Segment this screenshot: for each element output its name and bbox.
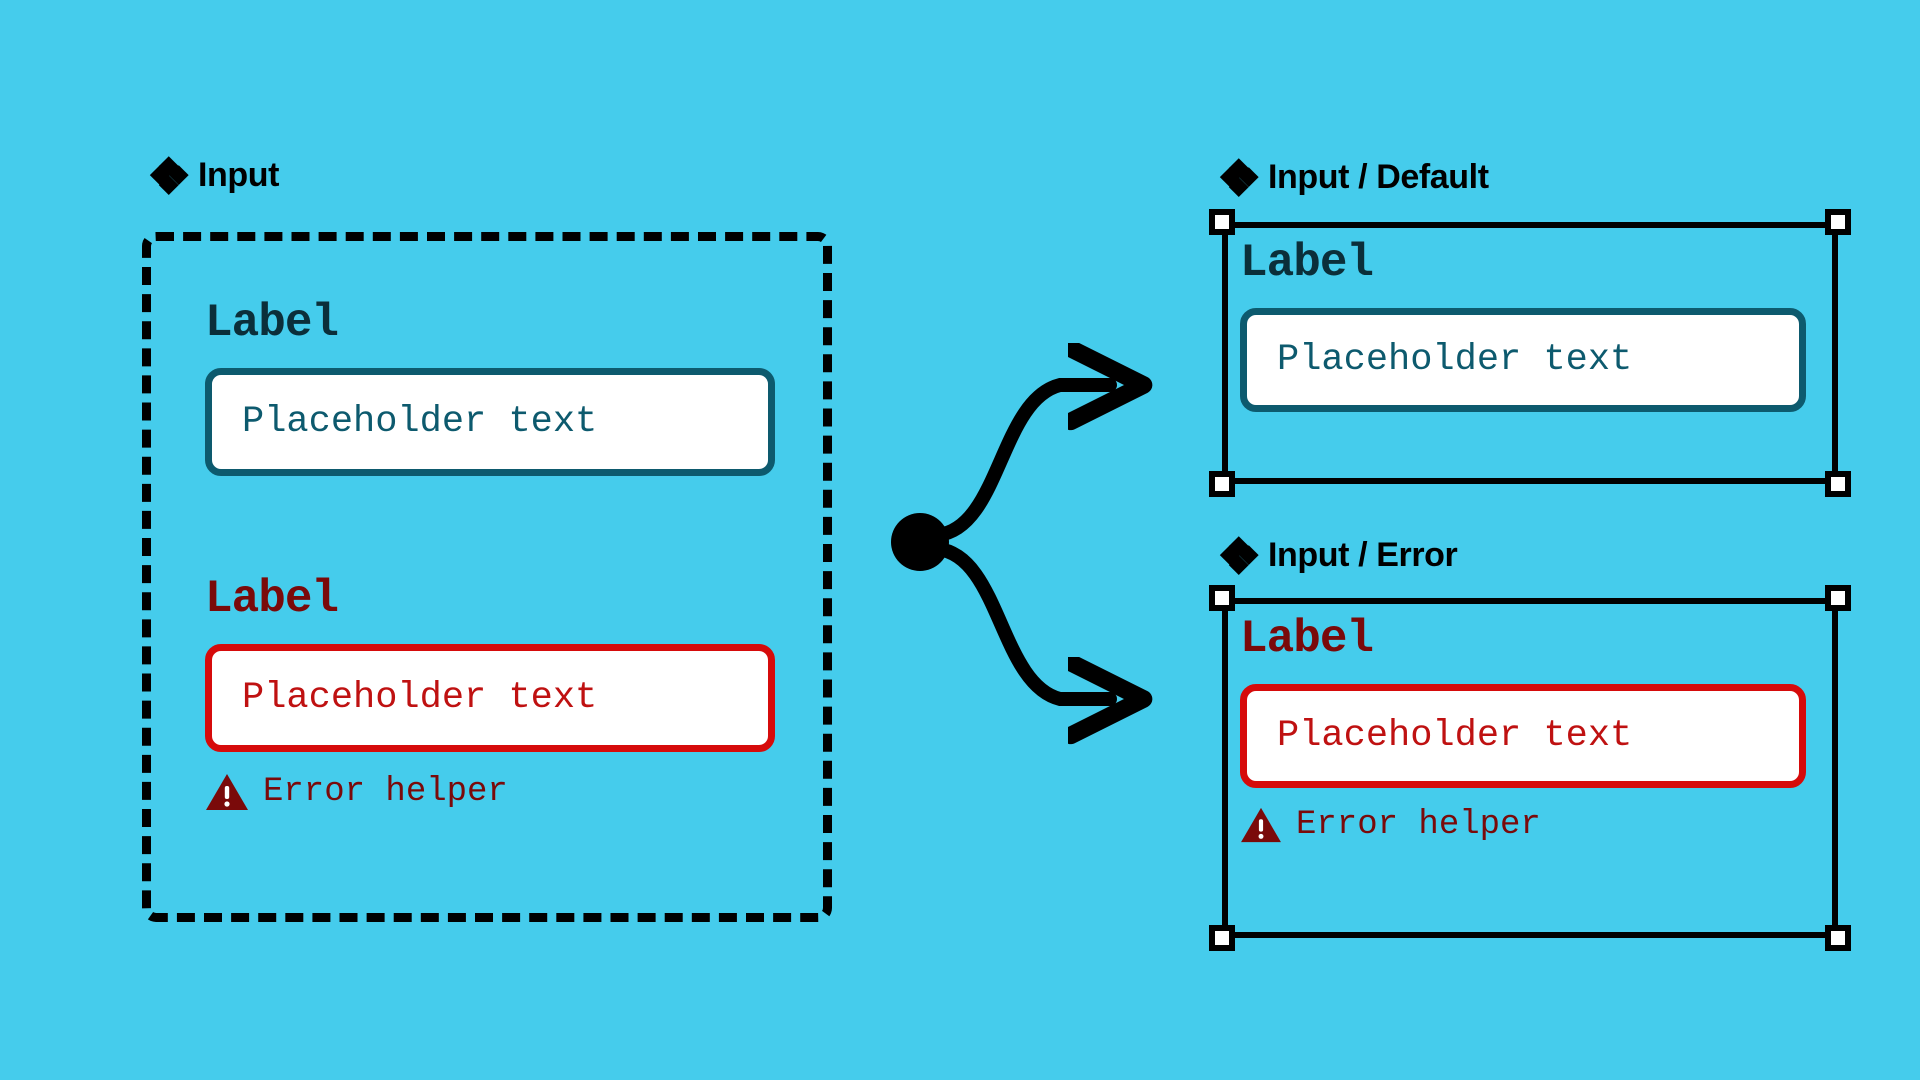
selection-edge-bottom	[1222, 478, 1838, 484]
component-diamonds-icon	[1219, 535, 1259, 575]
resize-handle-bottom-right[interactable]	[1825, 925, 1851, 951]
variant-error-field[interactable]: Placeholder text	[1240, 684, 1806, 788]
error-helper-row: Error helper	[205, 772, 775, 812]
selection-edge-left	[1222, 598, 1228, 938]
variant-default-placeholder: Placeholder text	[1277, 339, 1633, 381]
connector-branch-error	[931, 542, 1110, 699]
input-field-error[interactable]: Placeholder text	[205, 644, 775, 752]
warning-triangle-icon	[206, 774, 248, 810]
component-set-frame[interactable]	[142, 232, 832, 922]
variant-default-content[interactable]: Label Placeholder text	[1240, 240, 1806, 412]
variant-default-title-label: Input / Default	[1268, 158, 1489, 196]
resize-handle-top-right[interactable]	[1825, 209, 1851, 235]
input-label-error: Label	[205, 573, 339, 625]
variant-error-helper-text: Error helper	[1296, 806, 1541, 844]
resize-handle-bottom-left[interactable]	[1209, 925, 1235, 951]
input-placeholder-error: Placeholder text	[242, 677, 598, 719]
variant-error-helper-row: Error helper	[1240, 806, 1806, 844]
branch-origin-dot[interactable]	[891, 513, 949, 571]
variant-error-title[interactable]: Input / Error	[1219, 535, 1458, 575]
input-default-instance[interactable]: Label Placeholder text	[205, 300, 775, 476]
selection-edge-right	[1832, 222, 1838, 484]
input-error-instance[interactable]: Label Placeholder text Error helper	[205, 576, 775, 812]
resize-handle-top-left[interactable]	[1209, 585, 1235, 611]
selection-edge-left	[1222, 222, 1228, 484]
resize-handle-bottom-right[interactable]	[1825, 471, 1851, 497]
selection-edge-top	[1222, 222, 1838, 228]
resize-handle-top-right[interactable]	[1825, 585, 1851, 611]
input-field-default[interactable]: Placeholder text	[205, 368, 775, 476]
selection-edge-top	[1222, 598, 1838, 604]
input-placeholder: Placeholder text	[242, 401, 598, 443]
error-helper-text: Error helper	[263, 773, 508, 811]
warning-triangle-icon	[1241, 807, 1281, 843]
resize-handle-top-left[interactable]	[1209, 209, 1235, 235]
variant-default-field[interactable]: Placeholder text	[1240, 308, 1806, 412]
component-diamonds-icon	[1219, 157, 1259, 197]
variant-error-content[interactable]: Label Placeholder text Error helper	[1240, 616, 1806, 844]
selection-edge-right	[1832, 598, 1838, 938]
resize-handle-bottom-left[interactable]	[1209, 471, 1235, 497]
variant-error-label: Label	[1240, 613, 1374, 665]
variant-error-title-label: Input / Error	[1268, 536, 1458, 574]
input-label: Label	[205, 297, 339, 349]
component-set-title-label: Input	[198, 156, 280, 194]
variant-frame-default[interactable]: Label Placeholder text	[1209, 209, 1851, 497]
connector-branch-default	[931, 385, 1110, 542]
variant-frame-error[interactable]: Label Placeholder text Error helper	[1209, 585, 1851, 951]
component-set-title[interactable]: Input	[149, 155, 280, 195]
selection-edge-bottom	[1222, 932, 1838, 938]
variant-default-title[interactable]: Input / Default	[1219, 157, 1489, 197]
component-diamonds-icon	[149, 155, 189, 195]
variant-default-label: Label	[1240, 237, 1374, 289]
variant-error-placeholder: Placeholder text	[1277, 715, 1633, 757]
